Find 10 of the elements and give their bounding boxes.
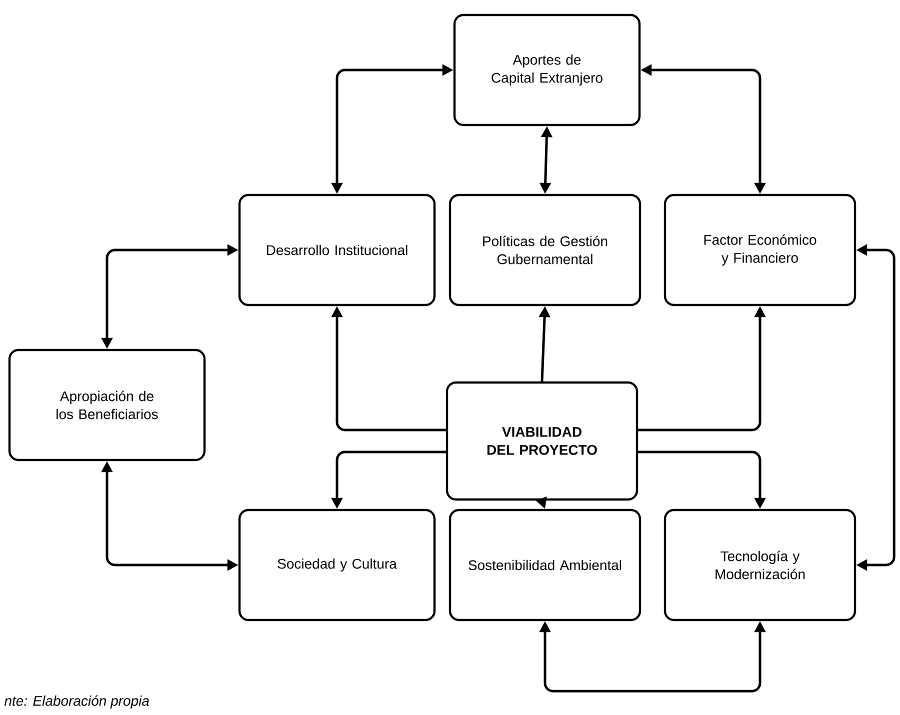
main-box: VIABILIDAD DEL PROYECTO xyxy=(446,381,638,501)
process-box: Sociedad y Cultura xyxy=(238,508,436,622)
caption: nte: Elaboración propia xyxy=(4,695,149,709)
process-box: Tecnología y Modernización xyxy=(664,508,856,622)
process-box: Sostenibilidad Ambiental xyxy=(448,508,642,622)
process-box: Políticas de Gestión Gubernamental xyxy=(448,194,642,306)
process-box: Desarrollo Institucional xyxy=(238,194,436,306)
process-box: Factor Económico y Financiero xyxy=(664,194,856,306)
process-box: Aportes de Capital Extranjero xyxy=(453,14,641,126)
process-box: Apropiación de los Beneficiarios xyxy=(8,348,206,462)
